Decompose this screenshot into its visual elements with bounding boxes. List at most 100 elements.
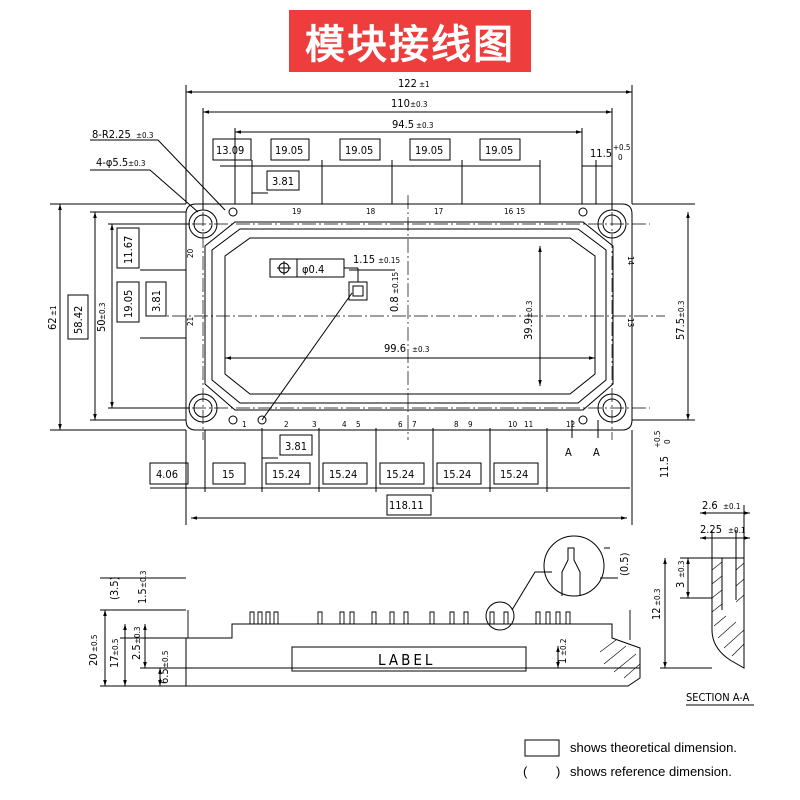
- svg-text:15.24: 15.24: [443, 468, 471, 481]
- svg-text:±0.3: ±0.3: [653, 589, 662, 606]
- svg-text:±0.1: ±0.1: [723, 502, 740, 511]
- section-aa-outline: [711, 557, 745, 669]
- svg-text:±0.5: ±0.5: [161, 651, 170, 668]
- svg-text:±0.2: ±0.2: [559, 639, 568, 656]
- svg-text:6: 6: [398, 420, 403, 429]
- svg-text:18: 18: [366, 207, 376, 216]
- module-outline: [185, 203, 633, 431]
- page-title: 模块接线图: [289, 10, 531, 72]
- svg-text:122: 122: [398, 77, 417, 90]
- svg-text:15.24: 15.24: [329, 468, 357, 481]
- svg-text:(3.5): (3.5): [108, 576, 121, 600]
- svg-text:11.67: 11.67: [122, 236, 135, 264]
- svg-text:19.05: 19.05: [122, 290, 135, 318]
- svg-text:94.5: 94.5: [392, 118, 414, 131]
- svg-text:0: 0: [663, 439, 672, 444]
- svg-text:21: 21: [186, 317, 195, 326]
- svg-text:15.24: 15.24: [500, 468, 528, 481]
- svg-text:A: A: [565, 446, 572, 459]
- svg-text:19: 19: [292, 207, 302, 216]
- svg-text:±0.3: ±0.3: [136, 131, 153, 140]
- svg-text:4-φ5.5: 4-φ5.5: [96, 156, 128, 169]
- legend-ref-open: (: [523, 764, 528, 779]
- svg-text:0: 0: [618, 153, 623, 162]
- svg-text:13: 13: [626, 318, 635, 327]
- svg-text:φ0.4: φ0.4: [302, 263, 324, 276]
- svg-text:3: 3: [312, 420, 317, 429]
- svg-text:±1: ±1: [49, 305, 58, 316]
- svg-text:17: 17: [108, 655, 121, 668]
- svg-text:±0.1: ±0.1: [728, 526, 745, 535]
- legend-ref-close: ): [556, 764, 561, 779]
- housing-inner: [211, 228, 607, 404]
- svg-text:1.15: 1.15: [353, 253, 375, 266]
- svg-text:14: 14: [626, 256, 635, 266]
- legend-reference: shows reference dimension.: [570, 764, 732, 779]
- svg-text:±0.3: ±0.3: [133, 627, 142, 644]
- svg-text:±0.3: ±0.3: [139, 571, 148, 588]
- svg-text:±0.15: ±0.15: [391, 272, 400, 294]
- svg-text:11.5: 11.5: [590, 147, 612, 160]
- svg-text:13.09: 13.09: [216, 144, 244, 157]
- svg-text:20: 20: [186, 248, 195, 258]
- svg-text:±0.3: ±0.3: [525, 301, 534, 318]
- svg-text:118.11: 118.11: [389, 499, 424, 512]
- svg-text:±0.3: ±0.3: [412, 345, 429, 354]
- svg-text:8: 8: [454, 420, 459, 429]
- svg-text:5: 5: [356, 420, 361, 429]
- svg-text:16: 16: [504, 207, 514, 216]
- svg-text:110: 110: [391, 97, 410, 110]
- svg-text:15.24: 15.24: [272, 468, 300, 481]
- svg-text:(0.5): (0.5): [618, 552, 631, 576]
- svg-text:3.81: 3.81: [272, 175, 294, 188]
- section-title: SECTION A-A: [686, 691, 750, 704]
- svg-text:1.5: 1.5: [136, 588, 149, 604]
- svg-text:±0.15: ±0.15: [378, 256, 400, 265]
- svg-text:0.8: 0.8: [388, 296, 401, 312]
- svg-text:15: 15: [516, 207, 525, 216]
- svg-text:19.05: 19.05: [345, 144, 373, 157]
- legend-theoretical: shows theoretical dimension.: [570, 740, 737, 755]
- svg-text:±0.3: ±0.3: [677, 561, 686, 578]
- svg-text:8-R2.25: 8-R2.25: [92, 128, 131, 141]
- svg-text:±1: ±1: [419, 80, 430, 89]
- svg-text:20: 20: [87, 653, 100, 666]
- svg-text:±0.3: ±0.3: [410, 100, 427, 109]
- svg-text:10: 10: [508, 420, 518, 429]
- svg-text:A: A: [593, 446, 600, 459]
- svg-text:62: 62: [46, 317, 59, 330]
- svg-text:±0.5: ±0.5: [111, 639, 120, 656]
- svg-text:2.25: 2.25: [700, 523, 722, 536]
- svg-text:15: 15: [222, 468, 235, 481]
- side-view-outline: [185, 623, 641, 687]
- svg-text:±0.3: ±0.3: [128, 159, 145, 168]
- svg-text:1: 1: [556, 658, 569, 664]
- svg-text:3.81: 3.81: [150, 290, 163, 312]
- housing-outer: [204, 221, 614, 411]
- svg-text:50: 50: [95, 319, 108, 332]
- svg-text:11.5: 11.5: [658, 456, 671, 478]
- svg-text:3: 3: [674, 582, 687, 588]
- lid-outline: [224, 237, 596, 395]
- svg-text:LABEL: LABEL: [378, 651, 435, 669]
- svg-text:+0.5: +0.5: [613, 143, 630, 152]
- svg-text:17: 17: [434, 207, 443, 216]
- svg-text:2.5: 2.5: [130, 644, 143, 660]
- legend-theoretical-box: [524, 739, 560, 757]
- svg-text:9: 9: [468, 420, 473, 429]
- svg-text:4: 4: [342, 420, 347, 429]
- svg-text:19.05: 19.05: [485, 144, 513, 157]
- svg-text:±0.3: ±0.3: [416, 121, 433, 130]
- svg-text:3.81: 3.81: [285, 440, 307, 453]
- svg-text:1: 1: [242, 420, 247, 429]
- svg-text:±0.3: ±0.3: [98, 303, 107, 320]
- svg-text:6.5: 6.5: [158, 668, 171, 684]
- svg-text:+0.5: +0.5: [653, 431, 662, 448]
- svg-text:19.05: 19.05: [275, 144, 303, 157]
- svg-text:58.42: 58.42: [72, 306, 85, 334]
- svg-text:2.6: 2.6: [702, 499, 718, 512]
- svg-text:15.24: 15.24: [386, 468, 414, 481]
- svg-text:7: 7: [412, 420, 417, 429]
- svg-text:2: 2: [284, 420, 289, 429]
